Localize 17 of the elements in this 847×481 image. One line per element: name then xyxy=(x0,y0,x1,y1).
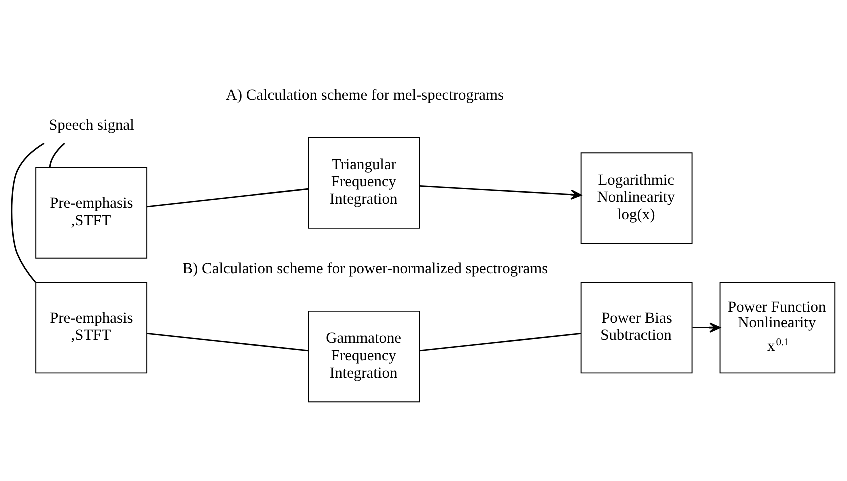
connector xyxy=(11,142,45,284)
node-box: Pre-emphasis ,STFT xyxy=(36,167,148,259)
node-box: Gammatone Frequency Integration xyxy=(308,310,420,403)
node-box: Pre-emphasis ,STFT xyxy=(36,282,148,374)
connector xyxy=(147,332,309,352)
node-text: Speech signal xyxy=(49,116,134,134)
connector xyxy=(49,143,66,168)
node-box: Triangular Frequency Integration xyxy=(308,137,420,229)
arrow xyxy=(692,322,721,333)
label: A) Calculation scheme for mel-spectrograms xyxy=(226,86,504,104)
arrow xyxy=(420,185,582,200)
label: B) Calculation scheme for power-normalized spectrograms xyxy=(182,260,548,278)
connector xyxy=(420,332,582,352)
node-box: Power Bias Subtraction xyxy=(580,282,693,374)
node-box: Power Function Nonlinearity x$^{0.1}$ xyxy=(720,282,836,374)
node-box: Logarithmic Nonlinearity log(x) xyxy=(580,152,693,244)
connector xyxy=(147,188,309,208)
